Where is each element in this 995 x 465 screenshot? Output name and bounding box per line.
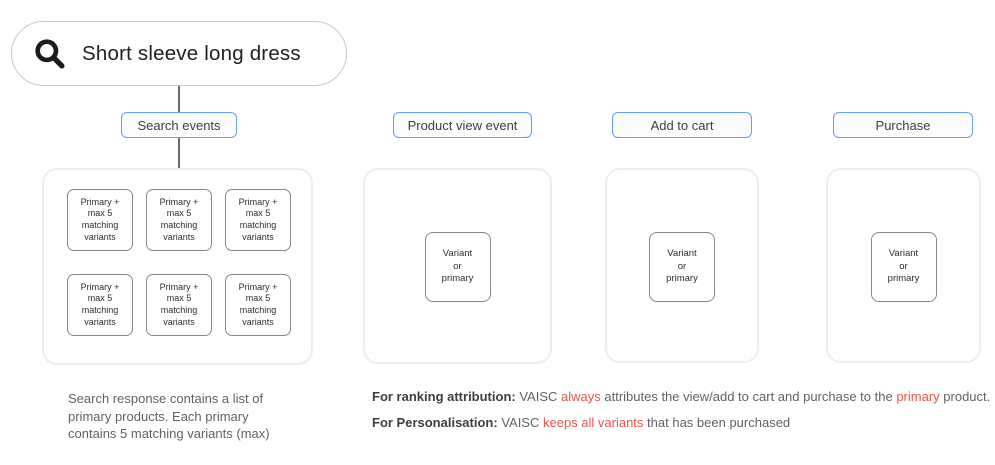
connector-label-to-container	[178, 138, 180, 169]
label-purchase: Purchase	[833, 112, 973, 138]
product-view-container: Variant or primary	[363, 168, 552, 364]
search-input: Short sleeve long dress	[11, 21, 347, 86]
label-add-to-cart: Add to cart	[612, 112, 752, 138]
primary-variants-box: Primary + max 5 matching variants	[146, 189, 212, 251]
caption-line: primary products. Each primary	[68, 408, 249, 424]
personalisation-note-text: VAISC	[497, 415, 543, 430]
ranking-attribution-note: For ranking attribution: VAISC always at…	[372, 389, 990, 404]
primary-variants-box: Primary + max 5 matching variants	[225, 274, 291, 336]
attribution-notes: For ranking attribution: VAISC always at…	[372, 389, 990, 430]
search-response-caption: Search response contains a list of prima…	[68, 390, 270, 443]
primary-variants-box: Primary + max 5 matching variants	[67, 189, 133, 251]
primary-variants-box: Primary + max 5 matching variants	[67, 274, 133, 336]
personalisation-note: For Personalisation: VAISC keeps all var…	[372, 415, 990, 430]
connector-pill-to-label	[178, 86, 180, 112]
add-to-cart-container: Variant or primary	[605, 168, 759, 363]
caption-line: Search response contains a list of	[68, 391, 264, 406]
caption-line: contains 5 matching variants (max)	[68, 426, 270, 441]
label-search-events: Search events	[121, 112, 237, 138]
ranking-note-text: attributes the view/add to cart and purc…	[600, 389, 897, 404]
primary-variants-box: Primary + max 5 matching variants	[225, 189, 291, 251]
search-query-text: Short sleeve long dress	[82, 41, 301, 65]
ranking-note-text: product.	[939, 389, 991, 404]
personalisation-note-label: For Personalisation:	[372, 415, 498, 430]
variant-or-primary-box: Variant or primary	[870, 232, 937, 302]
search-icon	[35, 38, 65, 69]
variant-or-primary-box: Variant or primary	[424, 232, 491, 302]
purchase-container: Variant or primary	[826, 168, 981, 363]
variant-or-primary-box: Variant or primary	[649, 232, 715, 302]
label-product-view-event: Product view event	[393, 112, 532, 138]
primary-variants-box: Primary + max 5 matching variants	[146, 274, 212, 336]
ranking-note-highlight: always	[561, 389, 601, 404]
personalisation-note-highlight: keeps all variants	[542, 415, 644, 430]
personalisation-note-text: that has been purchased	[643, 415, 791, 430]
ranking-note-text: VAISC	[515, 389, 561, 404]
ranking-note-label: For ranking attribution:	[372, 389, 516, 404]
ranking-note-highlight: primary	[896, 389, 940, 404]
